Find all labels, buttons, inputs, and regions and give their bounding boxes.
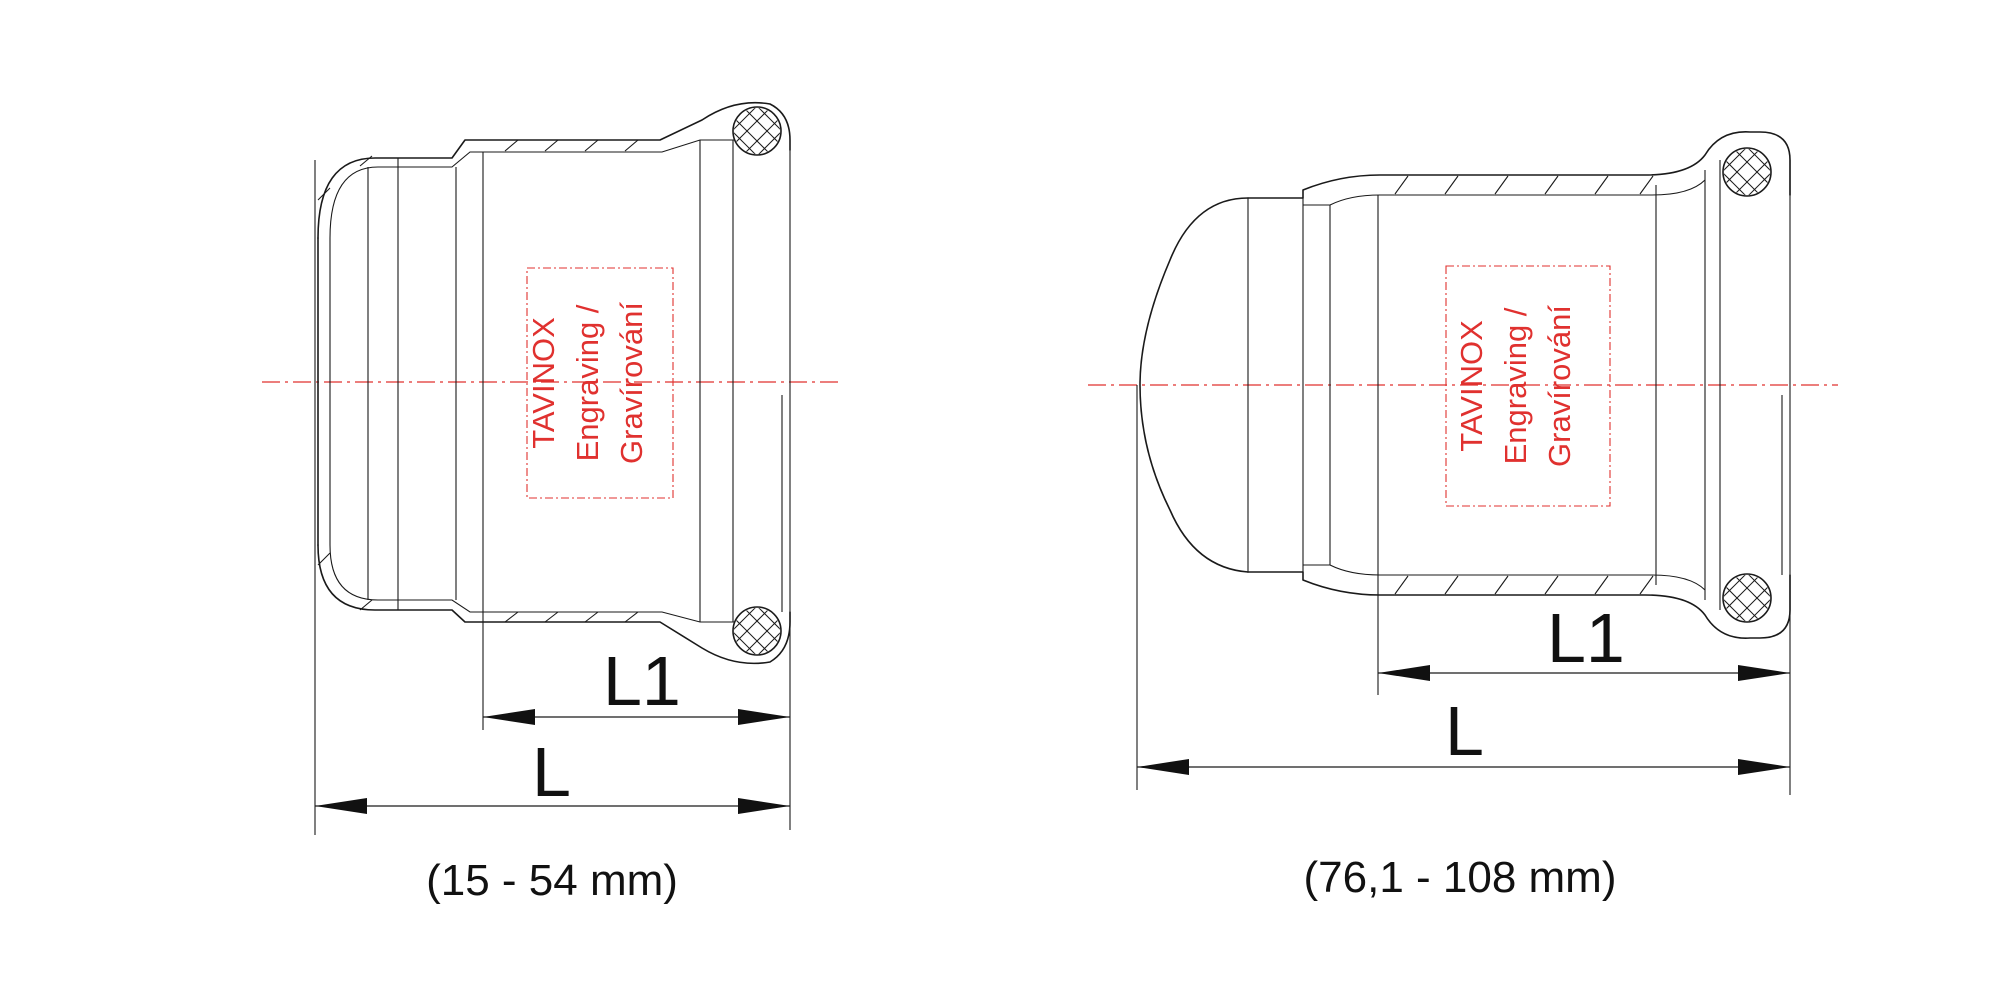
cap-body-outline-bottom bbox=[317, 544, 791, 665]
dimension-l-left: L bbox=[315, 733, 790, 814]
wall-hatching-top-right bbox=[1394, 175, 1654, 195]
cap-dome bbox=[1139, 197, 1249, 573]
view-large-cap: TAVINOX Engraving / Gravírování L1 L (76… bbox=[1088, 131, 1838, 902]
svg-text:Gravírování: Gravírování bbox=[1542, 305, 1577, 467]
wall-hatching-bottom-right bbox=[1394, 575, 1654, 595]
dimension-l-right: L bbox=[1137, 692, 1790, 775]
dim-label-l-right: L bbox=[1445, 692, 1484, 770]
dimension-l1-right: L1 bbox=[1378, 599, 1790, 681]
wall-hatching-bottom-left bbox=[317, 552, 639, 623]
size-range-caption-left: (15 - 54 mm) bbox=[426, 856, 678, 905]
cap-body-outline-bottom-right bbox=[1247, 571, 1791, 639]
dim-label-l1-left: L1 bbox=[603, 642, 681, 720]
svg-text:Engraving /: Engraving / bbox=[570, 304, 605, 461]
dim-label-l1-right: L1 bbox=[1547, 599, 1625, 677]
view-small-cap: TAVINOX Engraving / Gravírování L1 L (15… bbox=[262, 91, 842, 905]
cap-body-inner-top bbox=[329, 139, 735, 239]
cap-body-inner-bottom bbox=[329, 544, 735, 623]
svg-text:TAVINOX: TAVINOX bbox=[526, 317, 561, 449]
engraving-area-left bbox=[526, 267, 674, 499]
engraving-text-left: TAVINOX Engraving / Gravírování bbox=[526, 302, 649, 464]
o-ring-seal-top-right bbox=[1707, 132, 1787, 212]
engraving-area-right bbox=[1445, 265, 1611, 507]
svg-text:Gravírování: Gravírování bbox=[614, 302, 649, 464]
o-ring-seal-bottom-right bbox=[1707, 558, 1787, 638]
engraving-text-right: TAVINOX Engraving / Gravírování bbox=[1454, 305, 1577, 467]
svg-text:Engraving /: Engraving / bbox=[1498, 307, 1533, 464]
wall-hatching-top-left bbox=[317, 139, 639, 201]
size-range-caption-right: (76,1 - 108 mm) bbox=[1304, 853, 1617, 902]
dimension-l1-left: L1 bbox=[483, 642, 790, 725]
svg-text:TAVINOX: TAVINOX bbox=[1454, 320, 1489, 452]
dim-label-l-left: L bbox=[532, 733, 571, 811]
cap-body-outline-top bbox=[317, 101, 791, 239]
cap-body-outline-top-right bbox=[1247, 131, 1791, 199]
o-ring-seal-bottom-left bbox=[717, 591, 797, 671]
